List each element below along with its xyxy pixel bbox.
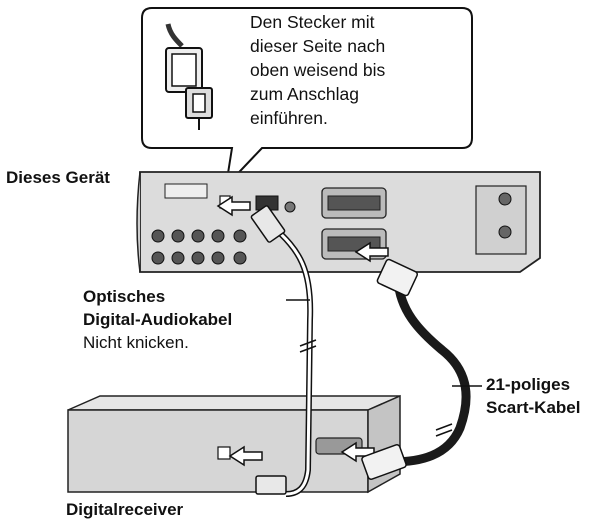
callout-line: Den Stecker mit (250, 12, 375, 32)
optical-cable-title-line1: Optisches (83, 287, 166, 306)
rca-jacks (151, 229, 247, 265)
callout-line: oben weisend bis (250, 60, 386, 80)
scart-cable-label: 21-poliges Scart-Kabel (486, 373, 580, 419)
callout-line: dieser Seite nach (250, 36, 386, 56)
insert-arrow-receiver-scart (340, 441, 375, 463)
callout-line: zum Anschlag (250, 84, 359, 104)
insert-arrow-receiver-optical (228, 445, 263, 467)
callout-line: einführen. (250, 108, 328, 128)
optical-plug-illustration (165, 23, 213, 130)
insert-arrow-device (216, 195, 251, 217)
leader-lines (286, 299, 482, 387)
optical-cable-note: Nicht knicken. (83, 333, 189, 352)
callout-bubble (141, 7, 473, 190)
scart-cable-title-line2: Scart-Kabel (486, 398, 581, 417)
device-label: Dieses Gerät (6, 168, 110, 187)
receiver-label: Digitalreceiver (66, 500, 184, 519)
insert-arrow-device-scart (354, 241, 389, 263)
optical-cable (250, 205, 317, 497)
device-rear-panel (136, 171, 541, 273)
optical-cable-label: Optisches Digital-Audiokabel Nicht knick… (83, 285, 232, 354)
optical-cable-title-line2: Digital-Audiokabel (83, 310, 233, 329)
digital-receiver (67, 394, 401, 494)
scart-cable-title-line1: 21-poliges (486, 375, 571, 394)
callout-text: Den Stecker mit dieser Seite nach oben w… (250, 10, 450, 130)
